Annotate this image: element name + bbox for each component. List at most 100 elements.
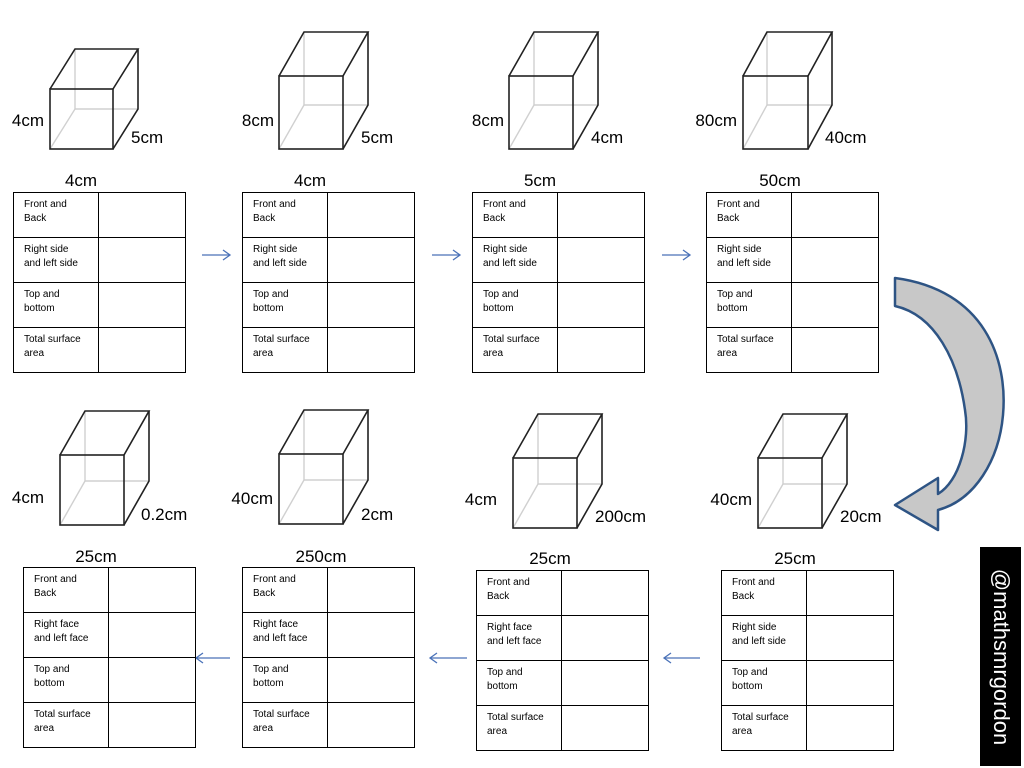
cube-front-face [757,457,823,529]
table-row: Total surface area [472,327,645,373]
table-row: Right face and left face [23,612,196,658]
table-row: Top and bottom [476,660,649,706]
height-label: 4cm [464,490,497,509]
row-label: Right side and left side [13,237,99,283]
row-label: Total surface area [476,705,562,751]
cube-top-face [508,31,600,77]
answer-cell [108,702,196,748]
row-label: Right side and left side [242,237,328,283]
cube-front-face [59,454,125,526]
depth-label: 5cm [361,128,394,147]
answer-cell [98,282,186,328]
row-label: Front and Back [721,570,807,616]
row-label: Total surface area [472,327,558,373]
table-row: Front and Back [472,192,645,238]
depth-label: 4cm [591,128,624,147]
cube-right-face [821,414,848,529]
row-label: Front and Back [13,192,99,238]
answer-cell [327,237,415,283]
answer-cell [557,192,645,238]
table-row: Front and Back [23,567,196,613]
cube-front-face [49,88,114,150]
cube-top-face [278,31,370,77]
height-label: 8cm [471,111,504,130]
depth-label: 40cm [825,128,867,147]
table-row: Front and Back [13,192,186,238]
answer-cell [327,702,415,748]
height-label: 40cm [231,489,273,508]
row-label: Total surface area [706,327,792,373]
cube-front-face [512,457,578,529]
height-label: 40cm [710,490,752,509]
watermark-text: @mathsmrgordon [988,568,1014,745]
row-label: Top and bottom [476,660,562,706]
table-row: Front and Back [242,567,415,613]
answer-cell [791,192,879,238]
width-label: 4cm [64,171,98,190]
cube-right-face [572,32,599,150]
cube-top-face [59,410,151,456]
cube-top-face [757,413,849,459]
table-row: Top and bottom [13,282,186,328]
cube-right-face [807,32,833,150]
cube-top-face [512,413,604,459]
row-label: Right face and left face [23,612,109,658]
answer-cell [557,327,645,373]
answer-cell [791,282,879,328]
depth-label: 200cm [595,507,647,526]
width-label: 25cm [774,549,816,568]
row-label: Total surface area [242,702,328,748]
answer-cell [806,660,894,706]
answer-cell [557,237,645,283]
cube-right-face [342,32,369,150]
row-label: Top and bottom [242,657,328,703]
arrow-head-icon [452,249,462,261]
table-row: Right side and left side [472,237,645,283]
answer-cell [806,705,894,751]
answer-cell [561,615,649,661]
cube-hidden-edge [59,480,86,526]
depth-label: 20cm [840,507,882,526]
answer-cell [561,660,649,706]
arrow-head-icon [682,249,692,261]
cube-hidden-edge [512,483,539,529]
cube-front-face [742,75,809,150]
row-label: Front and Back [476,570,562,616]
height-label: 4cm [11,111,44,130]
table-row: Total surface area [23,702,196,748]
row-label: Total surface area [721,705,807,751]
curved-arrow-icon [893,276,1005,532]
arrow-head-icon [222,249,232,261]
answer-cell [561,570,649,616]
height-label: 8cm [241,111,274,130]
answer-cell [327,192,415,238]
table-row: Total surface area [13,327,186,373]
table-row: Top and bottom [706,282,879,328]
table-row: Top and bottom [721,660,894,706]
row-label: Right side and left side [706,237,792,283]
table-row: Front and Back [242,192,415,238]
table-row: Total surface area [476,705,649,751]
table-row: Front and Back [476,570,649,616]
cube-hidden-edge [508,104,535,150]
table-row: Right side and left side [13,237,186,283]
row-label: Top and bottom [472,282,558,328]
row-label: Right side and left side [721,615,807,661]
row-label: Front and Back [472,192,558,238]
row-label: Total surface area [242,327,328,373]
cube-right-face [123,411,150,526]
cube-hidden-edge [757,483,784,529]
row-label: Front and Back [706,192,792,238]
depth-label: 2cm [361,505,394,524]
table-row: Front and Back [706,192,879,238]
row-label: Top and bottom [721,660,807,706]
row-label: Right face and left face [476,615,562,661]
table-row: Top and bottom [472,282,645,328]
table-row: Top and bottom [23,657,196,703]
